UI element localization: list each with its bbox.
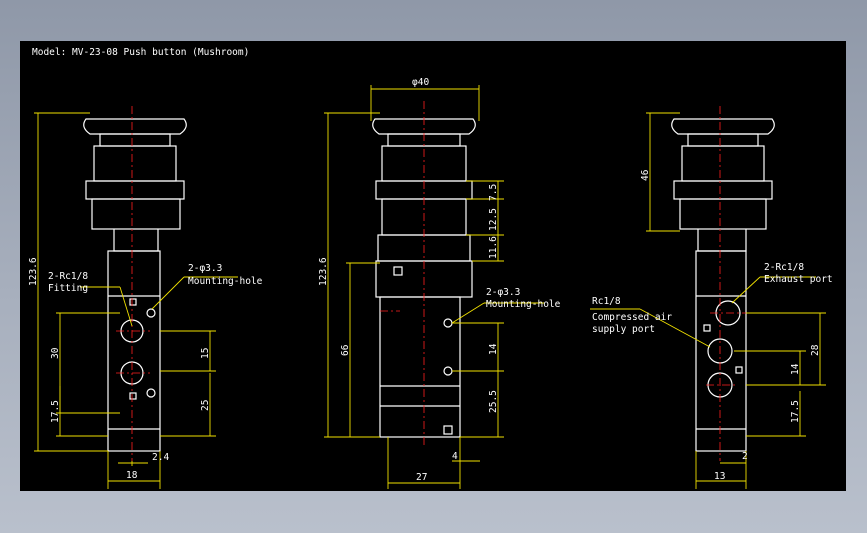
- right-button-housing: [681, 145, 765, 182]
- drawing-canvas: Model: MV-23-08 Push button (Mushroom): [20, 41, 846, 491]
- center-dim-14: 14: [488, 343, 499, 355]
- center-dim-11-6: 11.6: [488, 236, 499, 259]
- right-label-exhaust: Exhaust port: [764, 274, 833, 285]
- center-mushroom-cap: [372, 118, 476, 135]
- center-dim-25-5: 25.5: [488, 390, 499, 413]
- center-dim-12-5: 12.5: [488, 208, 499, 231]
- left-label-hole: 2-φ3.3: [188, 263, 222, 274]
- right-dim-13: 13: [714, 471, 725, 482]
- right-view: 46 28 14 17.5 13 2 2-Rc1/8 Exhaust port …: [590, 106, 833, 489]
- left-dim-18: 18: [126, 470, 138, 481]
- right-label-rc: 2-Rc1/8: [764, 262, 804, 273]
- left-dim-30: 30: [50, 347, 61, 359]
- center-view: φ40 123.6 66 7.5 12.5 11.6 14 25.5 27 4 …: [318, 77, 561, 489]
- left-mushroom-cap: [83, 118, 187, 135]
- right-dim-2: 2: [742, 451, 748, 462]
- right-label-supply: supply port: [592, 324, 655, 335]
- center-dim-height: 123.6: [318, 257, 329, 286]
- left-button-housing: [93, 145, 177, 182]
- center-dim-4: 4: [452, 451, 458, 462]
- right-label-rc-single: Rc1/8: [592, 296, 621, 307]
- right-mushroom-cap: [671, 118, 775, 135]
- drawing-title: Model: MV-23-08 Push button (Mushroom): [32, 47, 249, 58]
- left-dim-15: 15: [200, 348, 211, 359]
- left-label-fitting: Fitting: [48, 283, 88, 294]
- right-dim-28: 28: [810, 344, 821, 356]
- center-dim-7-5: 7.5: [488, 184, 499, 201]
- left-dim-height: 123.6: [28, 257, 39, 286]
- left-view: 123.6 30 17.5 15 25 2.4 18 2-Rc1/8 Fitti…: [28, 106, 263, 489]
- center-valve-body: [379, 296, 461, 438]
- left-dim-25: 25: [200, 400, 211, 411]
- left-dim-17-5: 17.5: [50, 400, 61, 423]
- right-dim-46: 46: [640, 169, 651, 181]
- center-label-mount: Mounting-hole: [486, 299, 561, 310]
- technical-drawing: Model: MV-23-08 Push button (Mushroom): [28, 47, 833, 489]
- right-dim-17-5: 17.5: [790, 400, 801, 423]
- right-label-compressed: Compressed air: [592, 312, 672, 323]
- left-label-mount: Mounting-hole: [188, 276, 263, 287]
- center-dim-66: 66: [340, 344, 351, 356]
- center-label-hole: 2-φ3.3: [486, 287, 520, 298]
- left-dim-2-4: 2.4: [152, 452, 169, 463]
- right-dim-14: 14: [790, 363, 801, 375]
- center-dim-diameter: φ40: [412, 77, 429, 88]
- left-valve-body: [107, 250, 161, 452]
- center-dim-27: 27: [416, 472, 427, 483]
- left-label-rc: 2-Rc1/8: [48, 271, 88, 282]
